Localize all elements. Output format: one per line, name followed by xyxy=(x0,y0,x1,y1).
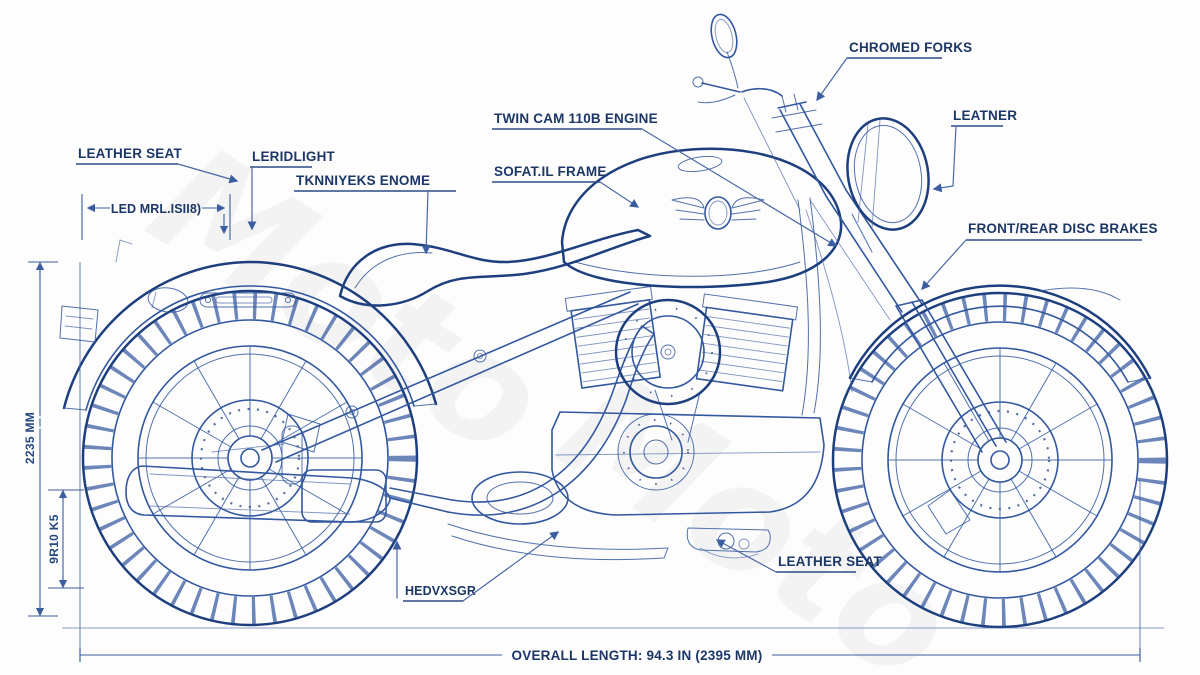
exhaust xyxy=(125,325,669,561)
lower-pipe xyxy=(447,523,669,561)
leatner-label: LEATNER xyxy=(953,108,1017,123)
callout-twin-cam: TWIN CAM 110B ENGINE xyxy=(492,111,838,247)
front-fender xyxy=(848,284,1152,535)
watermark-text: Moto xyxy=(530,338,983,675)
dimension-height: 2235 MM xyxy=(20,261,58,617)
tank-console xyxy=(677,155,723,173)
headlight-label: LERIDLIGHT xyxy=(252,149,336,164)
callout-leather-seat-bottom: LEATHER SEAT xyxy=(715,539,882,573)
leather-seat-top-label: LEATHER SEAT xyxy=(78,146,182,161)
rear-spokes xyxy=(137,345,363,571)
side-cover xyxy=(211,413,387,523)
fork-sliders xyxy=(895,299,1007,453)
dimension-led: LED MRL.ISII8) xyxy=(81,194,231,240)
front-caliper xyxy=(927,489,971,535)
floorboard xyxy=(686,527,771,559)
leather-seat-bottom-label: LEATHER SEAT xyxy=(778,554,882,569)
callout-chromed-forks: CHROMED FORKS xyxy=(816,40,972,102)
rear-fender xyxy=(59,239,438,411)
inner-height-dimension-text: 9R10 K5 xyxy=(47,514,61,563)
callout-leatner: LEATNER xyxy=(932,108,1017,193)
callout-hedvxsgr: HEDVXSGR xyxy=(392,531,560,602)
primary-cover xyxy=(471,471,569,525)
callout-softail-frame: SOFAT.IL FRAME xyxy=(492,164,640,208)
chromed-forks-label: CHROMED FORKS xyxy=(849,40,972,55)
dimension-inner-height: 9R10 K5 xyxy=(44,489,84,589)
fuel-tank xyxy=(560,147,843,289)
height-dimension-text: 2235 MM xyxy=(23,412,37,464)
grip xyxy=(701,82,741,93)
fender-trim xyxy=(199,292,297,308)
front-wheel xyxy=(831,291,1169,629)
air-cleaner xyxy=(614,298,722,406)
triple-clamp xyxy=(771,93,823,133)
front-spokes xyxy=(887,347,1113,573)
callout-engine-left: TKNNIYEKS ENOME xyxy=(294,173,456,255)
rear-wheel xyxy=(81,289,419,627)
tank-badge xyxy=(671,196,765,230)
bullet-signal xyxy=(147,287,189,313)
led-dimension-text: LED MRL.ISII8) xyxy=(111,202,201,216)
frame xyxy=(261,197,821,463)
taillight xyxy=(59,305,99,343)
front-forks xyxy=(743,93,1007,453)
engine xyxy=(471,286,825,525)
hedvxsgr-label: HEDVXSGR xyxy=(405,584,476,598)
twin-cam-label: TWIN CAM 110B ENGINE xyxy=(494,111,658,126)
brake-lever xyxy=(697,94,736,104)
softail-frame-label: SOFAT.IL FRAME xyxy=(494,164,607,179)
dimension-overall-length: OVERALL LENGTH: 94.3 IN (2395 MM) xyxy=(79,262,1141,663)
callout-leather-seat-top: LEATHER SEAT xyxy=(76,146,239,184)
rear-caliper xyxy=(281,413,321,453)
mirror xyxy=(710,13,738,59)
engine-left-label: TKNNIYEKS ENOME xyxy=(296,173,430,188)
headlamp xyxy=(846,117,930,253)
overall-length-text: OVERALL LENGTH: 94.3 IN (2395 MM) xyxy=(512,648,763,663)
callout-disc-brakes: FRONT/REAR DISC BRAKES xyxy=(921,221,1158,291)
cables xyxy=(743,97,853,393)
crankcase xyxy=(551,411,825,516)
disc-brakes-label: FRONT/REAR DISC BRAKES xyxy=(968,221,1158,236)
handlebar xyxy=(692,13,783,104)
callout-headlight: LERIDLIGHT xyxy=(247,149,336,231)
